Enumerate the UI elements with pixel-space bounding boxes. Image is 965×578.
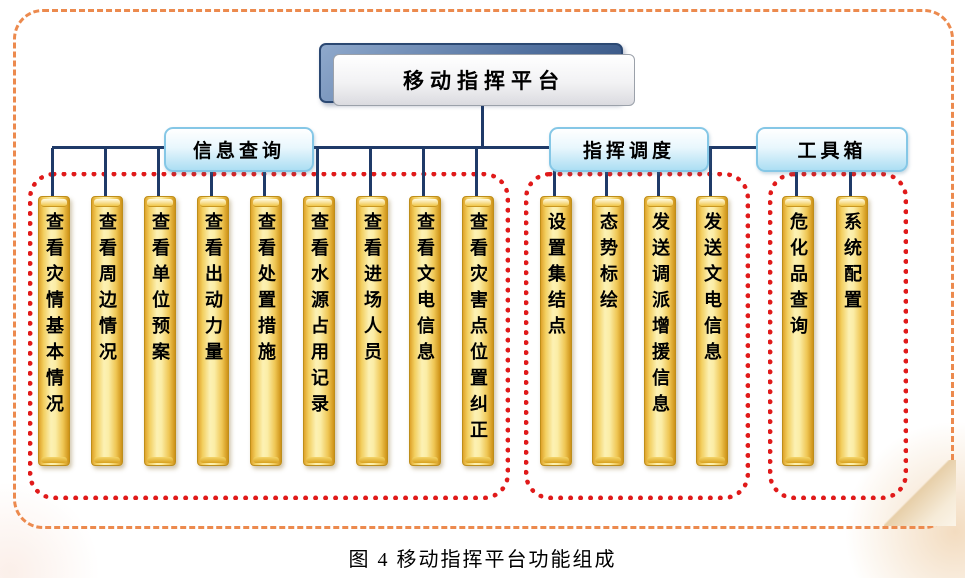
connector-line: [369, 148, 372, 196]
function-bar: 发送调派增援信息: [644, 196, 676, 466]
category-toolbox: 工具箱: [756, 127, 908, 172]
connector-line: [210, 148, 213, 196]
page-fold-decoration: [884, 460, 956, 526]
connector-line: [475, 148, 478, 196]
function-bar-label: 发送文电信息: [702, 212, 722, 368]
function-bar: 设置集结点: [540, 196, 572, 466]
function-bar-label: 查看文电信息: [415, 212, 435, 368]
connector-line: [849, 148, 852, 196]
group-outline-command-dispatch: [524, 172, 750, 500]
function-bar-label: 设置集结点: [546, 212, 566, 342]
function-bar: 查看水源占用记录: [303, 196, 335, 466]
function-bar-label: 查看出动力量: [203, 212, 223, 368]
function-bar: 查看处置措施: [250, 196, 282, 466]
function-bar-label: 态势标绘: [598, 212, 618, 316]
group-outline-toolbox: [768, 172, 908, 500]
function-bar: 查看出动力量: [197, 196, 229, 466]
function-bar: 发送文电信息: [696, 196, 728, 466]
connector-line: [51, 148, 54, 196]
function-bar: 系统配置: [836, 196, 868, 466]
function-bar-label: 查看周边情况: [97, 212, 117, 368]
category-info-query: 信息查询: [164, 127, 314, 172]
function-bar: 查看周边情况: [91, 196, 123, 466]
function-bar-label: 查看灾害点位置纠正: [468, 212, 488, 446]
function-bar-label: 查看进场人员: [362, 212, 382, 368]
connector-line: [104, 148, 107, 196]
function-bar: 危化品查询: [782, 196, 814, 466]
function-bar-label: 查看水源占用记录: [309, 212, 329, 420]
connector-line: [605, 148, 608, 196]
function-bar: 查看单位预案: [144, 196, 176, 466]
function-bar-label: 查看处置措施: [256, 212, 276, 368]
function-bar-label: 危化品查询: [788, 212, 808, 342]
function-bar-label: 查看单位预案: [150, 212, 170, 368]
function-bar: 查看灾害点位置纠正: [462, 196, 494, 466]
platform-title: 移动指挥平台: [333, 54, 635, 106]
function-bar: 查看灾情基本情况: [38, 196, 70, 466]
connector-line: [481, 102, 484, 148]
function-bar-label: 查看灾情基本情况: [44, 212, 64, 420]
connector-line: [709, 148, 712, 196]
diagram-outer-border: [13, 9, 954, 529]
connector-line: [553, 148, 556, 196]
function-bar: 查看进场人员: [356, 196, 388, 466]
connector-line: [157, 148, 160, 196]
connector-line: [316, 148, 319, 196]
function-bar-label: 系统配置: [842, 212, 862, 316]
connector-line: [263, 148, 266, 196]
figure-caption: 图 4 移动指挥平台功能组成: [348, 549, 617, 571]
connector-line: [52, 146, 852, 149]
connector-line: [795, 148, 798, 196]
group-outline-info-query: [28, 172, 510, 500]
connector-line: [422, 148, 425, 196]
function-bar: 查看文电信息: [409, 196, 441, 466]
function-bar: 态势标绘: [592, 196, 624, 466]
connector-line: [657, 148, 660, 196]
category-command-dispatch: 指挥调度: [549, 127, 709, 172]
function-bar-label: 发送调派增援信息: [650, 212, 670, 420]
